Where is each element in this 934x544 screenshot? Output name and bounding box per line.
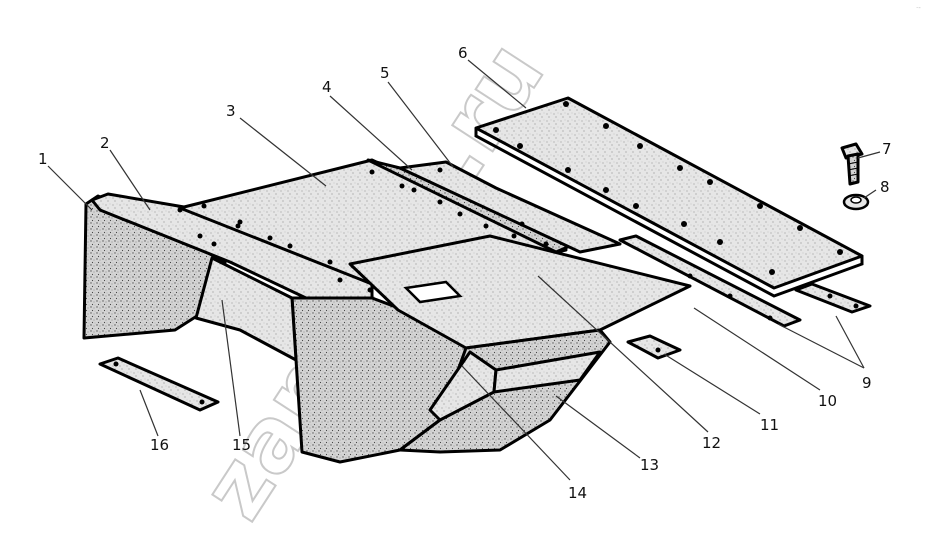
part-15-tunnel-liner: [194, 256, 298, 362]
callout-15: 15: [232, 436, 251, 454]
callout-11: 11: [760, 416, 779, 434]
leader-lines: [47, 59, 881, 481]
inspection-hatch: [403, 280, 463, 304]
callout-14: 14: [568, 484, 587, 502]
callout-2: 2: [100, 134, 110, 152]
callout-10: 10: [818, 392, 837, 410]
part-5-raised-top-panel: [398, 160, 622, 254]
part-8-nut: [842, 193, 870, 211]
callout-4: 4: [322, 78, 332, 96]
callout-16: 16: [150, 436, 169, 454]
part-7-bolt: [840, 142, 864, 186]
callout-1: 1: [38, 150, 48, 168]
callout-6: 6: [458, 44, 468, 62]
callout-8: 8: [880, 178, 890, 196]
part-14-lower-wedge: [428, 350, 498, 422]
callout-7: 7: [882, 140, 892, 158]
callout-3: 3: [226, 102, 236, 120]
callout-12: 12: [702, 434, 721, 452]
part-14-wedge-face: [492, 350, 602, 394]
part-6-flat-cover-plate: [474, 96, 864, 298]
callout-13: 13: [640, 456, 659, 474]
housing-assembly: [82, 158, 692, 464]
part-9-long-strip: [618, 234, 802, 328]
callout-labels: 1 2 3 4 5 6 7 8 9 10 11 12 13 14 15 16: [38, 44, 892, 502]
corner-mark: ·-: [916, 4, 921, 12]
callout-9: 9: [862, 374, 872, 392]
callout-5: 5: [380, 64, 390, 82]
part-16-loose-strip: [98, 356, 220, 412]
part-11-strip: [626, 334, 682, 360]
top-plate-holes: [177, 167, 549, 293]
part-9-short-strip: [794, 282, 872, 314]
